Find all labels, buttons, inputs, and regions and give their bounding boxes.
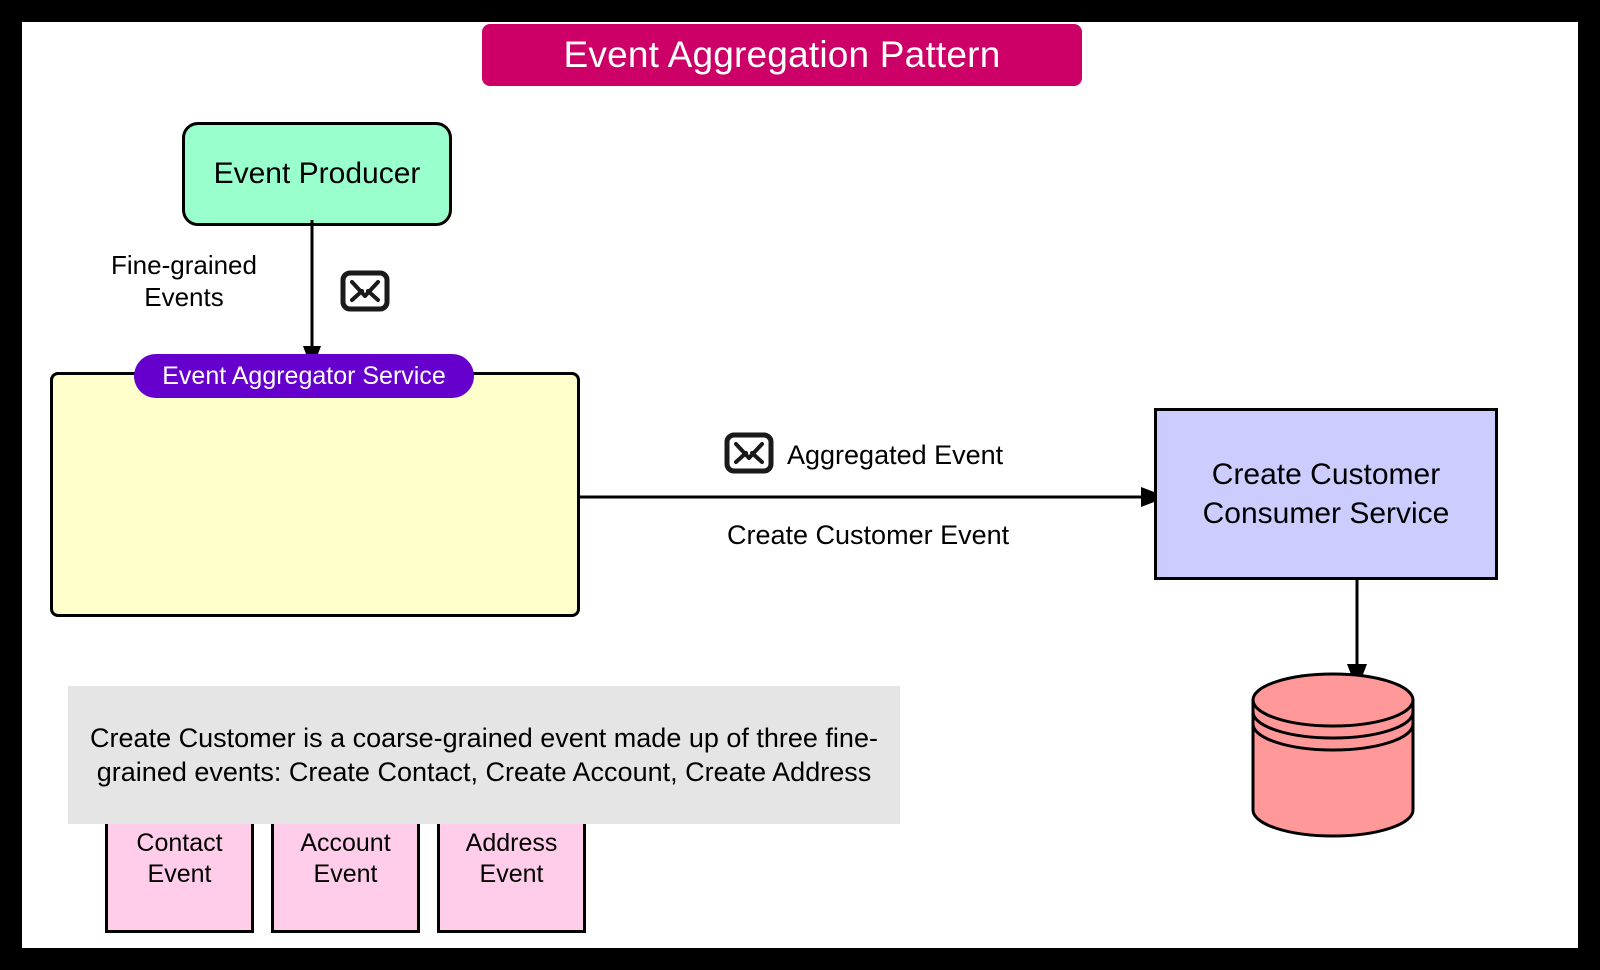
fine-grained-events-label: Fine-grained Events [84,250,284,313]
event-aggregator-service-container[interactable]: Contact Event Account Event Address Even… [50,372,586,933]
explanatory-note-text: Create Customer is a coarse-grained even… [90,722,878,787]
diagram-canvas: Event Aggregation Pattern Event Producer… [22,22,1578,948]
event-aggregator-service-title-pill: Event Aggregator Service [134,354,474,398]
account-event-line2: Event [313,860,378,888]
contact-event-line2: Event [147,860,212,888]
consumer-service-line2: Consumer Service [1202,497,1450,530]
fine-grained-events-line1: Fine-grained [111,250,257,280]
envelope-icon [724,432,774,474]
envelope-icon [340,270,390,312]
arrow-producer-to-aggregator [303,220,321,370]
create-customer-event-label: Create Customer Event [727,520,1010,550]
event-producer-label: Event Producer [213,157,421,190]
consumer-service-line1: Create Customer [1211,458,1441,491]
fine-grained-events-line2: Events [144,281,224,312]
explanatory-note: Create Customer is a coarse-grained even… [68,686,900,824]
page-title-banner: Event Aggregation Pattern [482,24,1082,86]
address-event-line2: Event [479,860,544,888]
event-aggregator-service-label: Event Aggregator Service [162,361,446,390]
event-producer-node[interactable]: Event Producer [182,122,452,226]
database-cylinder[interactable] [1250,672,1416,838]
account-event-line1: Account [300,828,391,857]
address-event-line1: Address [465,828,558,857]
contact-event-line1: Contact [136,828,223,857]
page-title: Event Aggregation Pattern [563,34,1001,75]
create-customer-consumer-service-node[interactable]: Create Customer Consumer Service [1154,408,1498,580]
aggregated-event-label: Aggregated Event [787,440,1004,470]
arrow-aggregator-to-consumer [577,487,1167,507]
